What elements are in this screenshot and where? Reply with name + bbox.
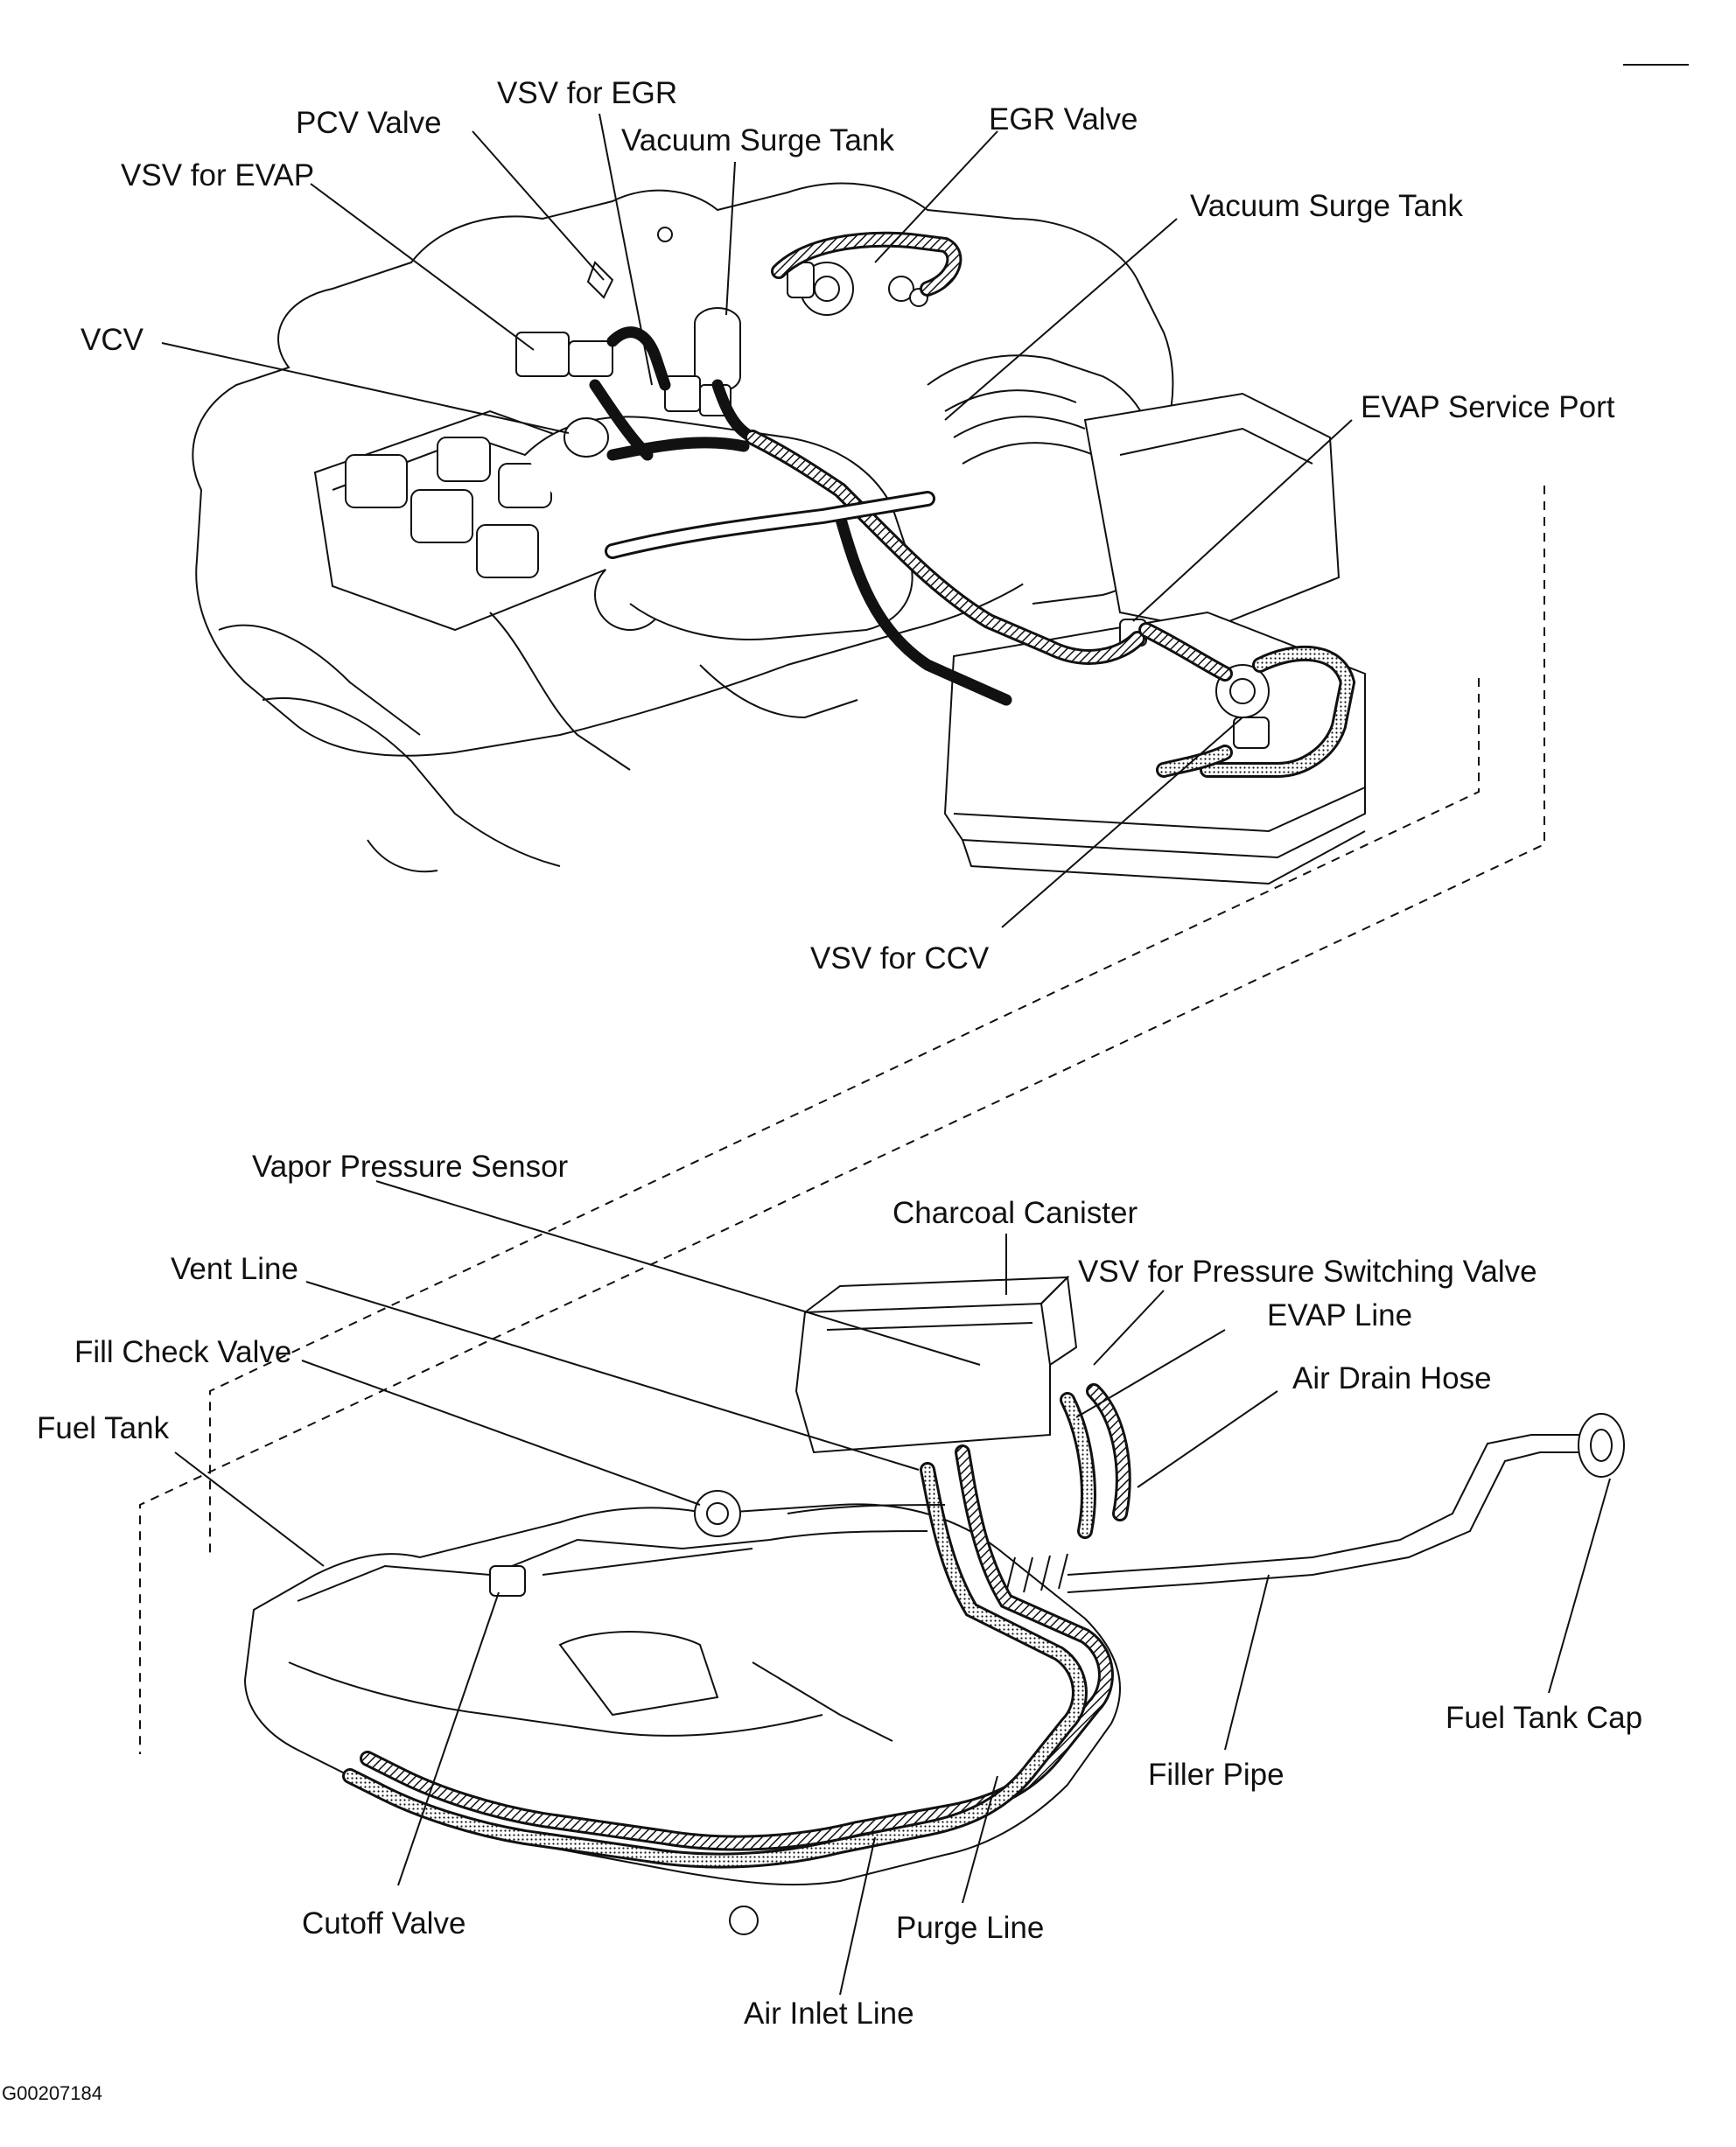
leader-pcv-valve <box>472 130 605 281</box>
leader-fuel-tank <box>174 1451 325 1567</box>
label-fuel-tank: Fuel Tank <box>37 1411 170 1445</box>
label-evap-service-port: EVAP Service Port <box>1361 390 1615 424</box>
leader-fill-check-valve <box>301 1360 701 1506</box>
label-cutoff-valve: Cutoff Valve <box>302 1906 466 1941</box>
leader-vsv-for-pressure-switching-valve <box>1093 1290 1165 1366</box>
label-vapor-pressure-sensor: Vapor Pressure Sensor <box>252 1150 569 1184</box>
leader-vent-line <box>305 1281 920 1471</box>
label-evap-line: EVAP Line <box>1267 1298 1412 1332</box>
label-fill-check-valve: Fill Check Valve <box>74 1335 291 1369</box>
leader-vacuum-surge-tank-2 <box>944 218 1178 421</box>
label-vent-line: Vent Line <box>171 1252 298 1286</box>
leader-egr-valve <box>874 130 998 263</box>
label-vsv-for-pressure-switching-valve: VSV for Pressure Switching Valve <box>1078 1255 1537 1289</box>
label-air-inlet-line: Air Inlet Line <box>744 1997 914 2031</box>
leader-vapor-pressure-sensor <box>375 1180 981 1366</box>
label-charcoal-canister: Charcoal Canister <box>892 1196 1138 1230</box>
engine-illustration <box>192 182 1366 885</box>
leader-lines <box>161 113 1611 1996</box>
label-pcv-valve: PCV Valve <box>296 106 442 140</box>
label-fuel-tank-cap: Fuel Tank Cap <box>1446 1701 1642 1735</box>
label-vsv-for-ccv: VSV for CCV <box>810 941 990 976</box>
engine-evap-dashed-box-inner <box>209 678 1480 1553</box>
leader-vsv-for-egr <box>598 113 653 386</box>
leader-air-inlet-line <box>839 1836 876 1996</box>
leader-air-drain-hose <box>1137 1390 1278 1488</box>
label-vsv-for-egr: VSV for EGR <box>497 76 677 110</box>
engine-evap-dashed-box <box>139 486 1545 1754</box>
label-egr-valve: EGR Valve <box>989 102 1138 136</box>
figure-code: G00207184 <box>2 2082 102 2104</box>
fuel-tank-illustration <box>243 1275 1625 1935</box>
label-filler-pipe: Filler Pipe <box>1148 1758 1284 1792</box>
leader-fuel-tank-cap <box>1548 1478 1611 1694</box>
leader-purge-line <box>962 1775 998 1904</box>
leader-vsv-for-ccv <box>1001 717 1243 928</box>
label-vcv: VCV <box>80 323 144 357</box>
leader-vsv-for-evap <box>310 183 535 351</box>
leader-vacuum-surge-tank-1 <box>725 161 736 316</box>
label-purge-line: Purge Line <box>896 1911 1044 1945</box>
component-labels: VSV for EGR PCV Valve Vacuum Surge Tank … <box>2 76 1642 2104</box>
label-vacuum-surge-tank-2: Vacuum Surge Tank <box>1190 189 1463 223</box>
leader-filler-pipe <box>1224 1574 1270 1751</box>
label-vacuum-surge-tank-1: Vacuum Surge Tank <box>621 123 894 157</box>
leader-cutoff-valve <box>397 1591 500 1886</box>
label-vsv-for-evap: VSV for EVAP <box>121 158 314 192</box>
leader-evap-line <box>1075 1329 1226 1418</box>
leader-vcv <box>161 342 570 434</box>
leader-evap-service-port <box>1132 419 1353 622</box>
label-air-drain-hose: Air Drain Hose <box>1292 1361 1492 1395</box>
